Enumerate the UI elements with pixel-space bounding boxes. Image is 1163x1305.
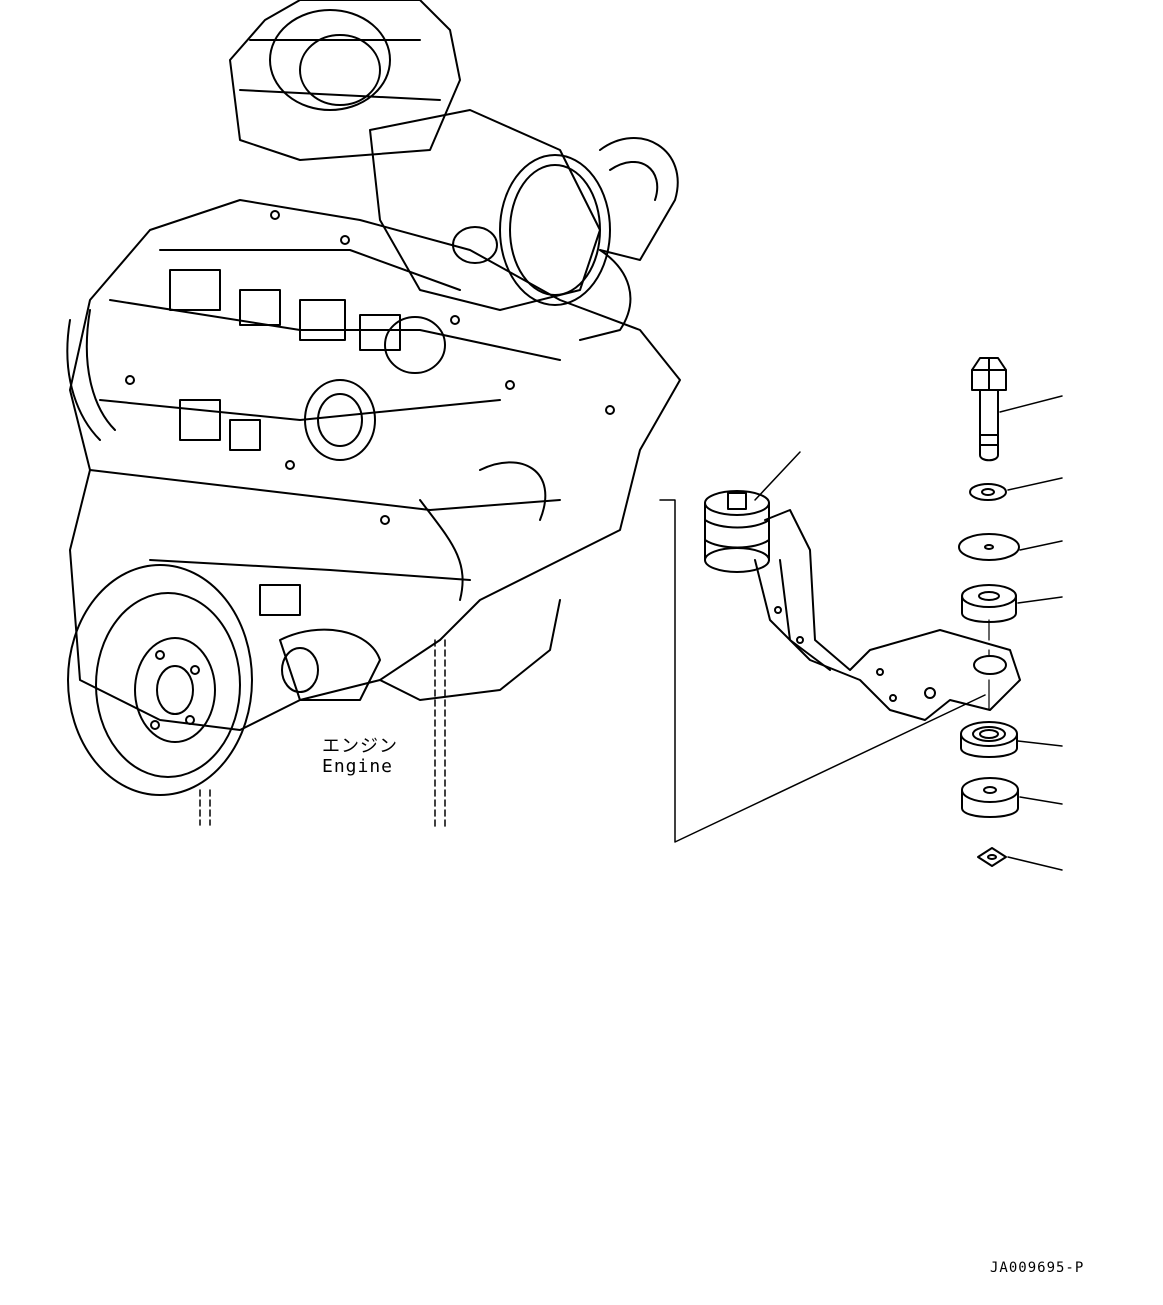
dpf-cylinder [369, 109, 611, 311]
spacer-collar [961, 777, 1019, 818]
engine-label-en: Engine [322, 756, 394, 777]
leader-cushion-lower [1017, 740, 1063, 747]
leader-spacer [1019, 796, 1063, 805]
leader-lines [754, 395, 1063, 871]
engine-block [66, 199, 681, 731]
elbow-pipe [579, 137, 679, 341]
leader-cushion-upper [1017, 596, 1063, 604]
plate-washer [958, 533, 1020, 561]
engine-mount-legs [199, 639, 446, 831]
engine-label-jp: エンジン [322, 736, 398, 757]
exhaust-canister [229, 0, 461, 161]
hex-bolt [971, 357, 1007, 462]
reference-line [659, 499, 986, 843]
bracket-rubber-mount [704, 490, 770, 573]
hardware-stack [958, 357, 1020, 867]
leader-nut [1007, 856, 1063, 871]
mount-bracket [704, 490, 1021, 721]
nut [977, 847, 1007, 867]
rubber-cushion-lower [960, 721, 1018, 758]
engine-assembly [66, 0, 681, 831]
leader-bracket [754, 451, 801, 501]
washer-small [969, 483, 1007, 501]
leader-washer-small [1007, 477, 1063, 491]
rubber-cushion-upper [961, 584, 1017, 623]
drawing-number: JA009695-P [990, 1260, 1085, 1276]
flywheel [67, 564, 253, 796]
leader-bolt [999, 395, 1063, 413]
leader-plate-washer [1019, 540, 1063, 551]
